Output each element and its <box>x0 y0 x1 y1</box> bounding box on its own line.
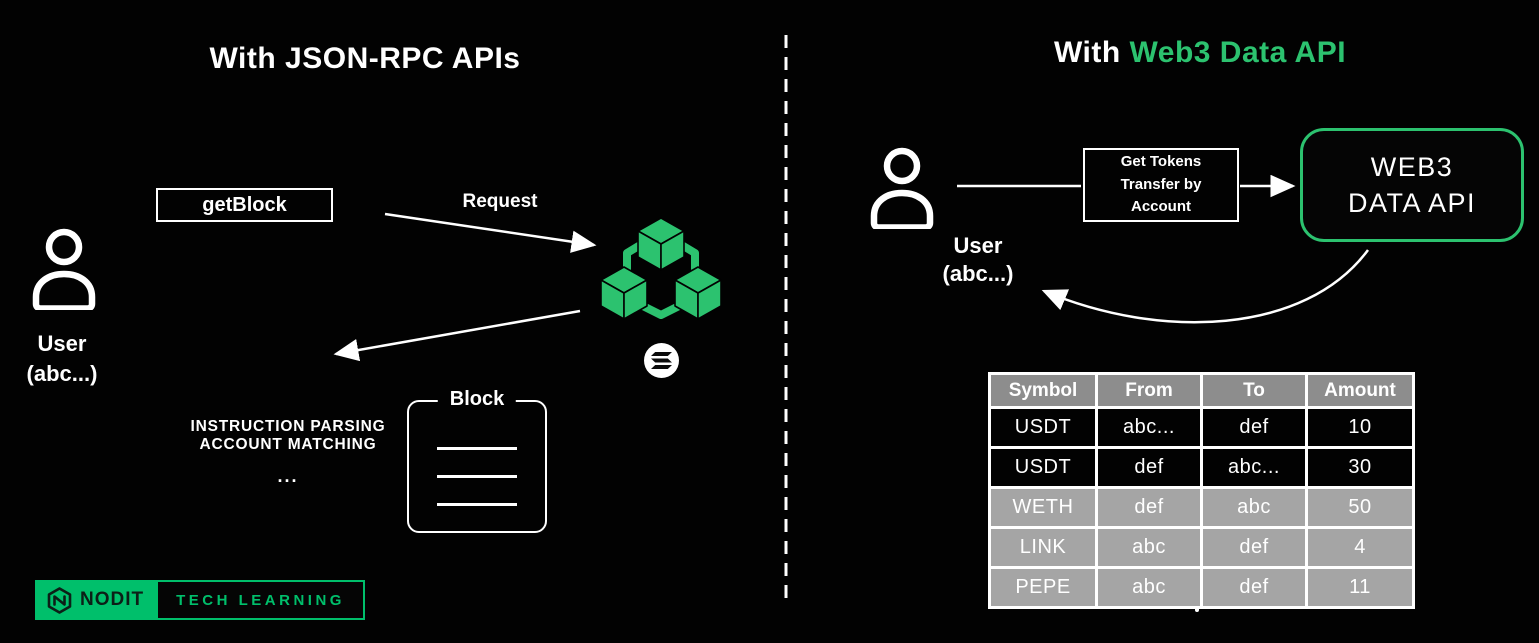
cell-amount: 11 <box>1305 566 1415 609</box>
cell-symbol: USDT <box>988 406 1098 449</box>
cell-to: def <box>1200 526 1308 569</box>
col-header-symbol: Symbol <box>988 372 1098 409</box>
right-section-title: With Web3 Data API <box>1030 36 1370 70</box>
right-title-prefix: With <box>1053 36 1130 69</box>
right-title-highlight: Web3 Data API <box>1129 36 1347 69</box>
cell-to: abc... <box>1200 446 1308 489</box>
tech-learning-section: TECH LEARNING <box>158 580 365 620</box>
request-arrow <box>384 212 597 253</box>
user-address-label: (abc...) <box>26 361 98 386</box>
nodit-hexagon-icon <box>47 586 72 614</box>
user-address-label: (abc...) <box>942 261 1014 286</box>
block-content-line <box>437 503 517 506</box>
table-row: LINK abc def 4 <box>988 526 1415 569</box>
cell-to: def <box>1200 406 1308 449</box>
table-row: USDT def abc... 30 <box>988 446 1415 489</box>
response-arrow <box>333 309 581 362</box>
cell-to: abc <box>1200 486 1308 529</box>
left-section-title: With JSON-RPC APIs <box>209 42 521 75</box>
cursor-dot <box>1195 606 1199 612</box>
get-tokens-transfer-box: Get Tokens Transfer by Account <box>1083 148 1239 222</box>
cell-symbol: WETH <box>988 486 1098 529</box>
cell-symbol: USDT <box>988 446 1098 489</box>
cell-symbol: LINK <box>988 526 1098 569</box>
web3-box-line1: WEB3 <box>1370 151 1454 182</box>
blockchain-cubes-icon <box>600 217 722 320</box>
user-label: User <box>37 331 87 356</box>
request-label: Request <box>462 191 538 212</box>
processing-line-1: INSTRUCTION PARSING <box>190 418 386 435</box>
cell-from: abc <box>1095 566 1203 609</box>
cell-from: abc <box>1095 526 1203 569</box>
token-transfers-table: Symbol From To Amount USDT abc... def 10… <box>988 372 1415 609</box>
nodit-brand-text: NODIT <box>80 589 145 610</box>
user-icon <box>870 147 934 229</box>
col-header-from: From <box>1095 372 1203 409</box>
getblock-method-box: getBlock <box>156 188 333 222</box>
block-document: Block <box>407 388 547 533</box>
block-content-line <box>437 447 517 450</box>
cell-amount: 10 <box>1305 406 1415 449</box>
processing-steps-text: INSTRUCTION PARSING ACCOUNT MATCHING ... <box>168 418 408 486</box>
cell-from: def <box>1095 446 1203 489</box>
cell-amount: 4 <box>1305 526 1415 569</box>
nodit-brand-section: NODIT <box>35 580 159 620</box>
table-header-row: Symbol From To Amount <box>988 372 1415 409</box>
table-row: WETH def abc 50 <box>988 486 1415 529</box>
processing-ellipsis: ... <box>277 465 299 486</box>
cell-from: def <box>1095 486 1203 529</box>
solana-icon <box>644 343 679 378</box>
web3-response-curve-arrow <box>1041 249 1370 324</box>
col-header-to: To <box>1200 372 1308 409</box>
user-label: User <box>953 233 1003 258</box>
block-title: Block <box>437 388 517 411</box>
cell-to: def <box>1200 566 1308 609</box>
cell-amount: 50 <box>1305 486 1415 529</box>
cell-amount: 30 <box>1305 446 1415 489</box>
nodit-brand-badge: NODIT TECH LEARNING <box>35 580 365 620</box>
user-icon <box>32 228 96 310</box>
block-content-line <box>437 475 517 478</box>
web3-box-line2: DATA API <box>1347 188 1477 218</box>
cell-from: abc... <box>1095 406 1203 449</box>
tech-learning-text: TECH LEARNING <box>176 591 345 609</box>
cell-symbol: PEPE <box>988 566 1098 609</box>
processing-line-2: ACCOUNT MATCHING <box>199 435 377 453</box>
web3-data-api-box: WEB3 DATA API <box>1300 128 1524 242</box>
col-header-amount: Amount <box>1305 372 1415 409</box>
table-row: PEPE abc def 11 <box>988 566 1415 609</box>
table-row: USDT abc... def 10 <box>988 406 1415 449</box>
